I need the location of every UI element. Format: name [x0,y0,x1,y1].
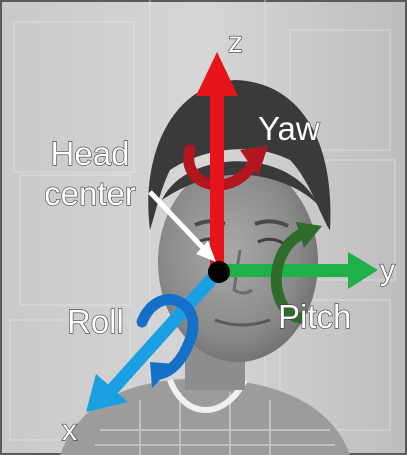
head-center-dot [208,261,230,283]
roll-label: Roll [67,303,124,340]
head-center-label-line2: center [44,175,136,212]
yaw-label: Yaw [258,110,320,147]
z-axis-label: z [228,26,243,59]
y-axis-label: y [380,254,395,287]
pitch-label: Pitch [278,298,351,335]
head-center-label-line1: Head [51,135,130,172]
x-axis-label: x [62,414,77,447]
